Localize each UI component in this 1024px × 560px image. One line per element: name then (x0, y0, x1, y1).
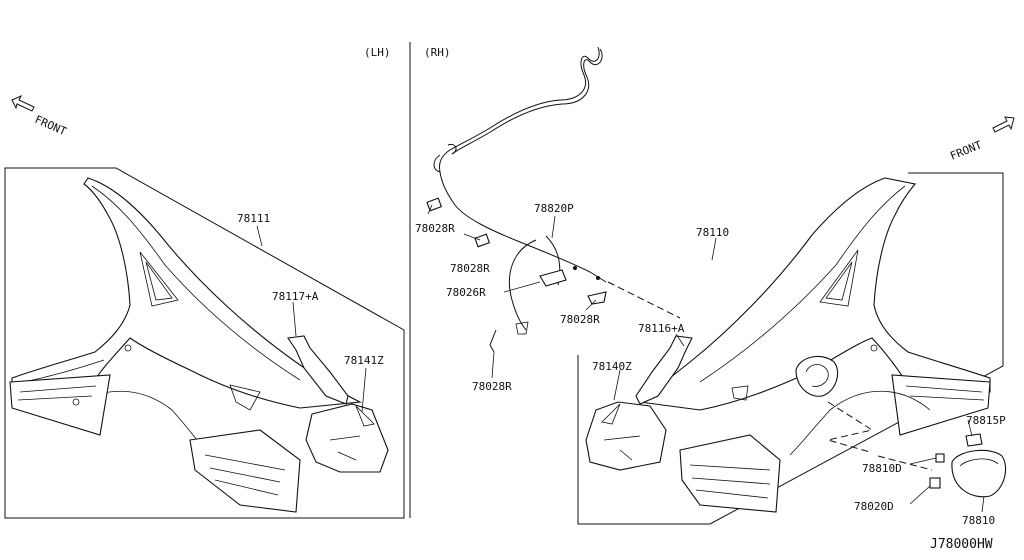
callout-78820p: 78820P (534, 202, 574, 215)
callout-78020d: 78020D (854, 500, 894, 513)
callout-78028r-1: 78028R (415, 222, 455, 235)
lh-bracket-78117a (287, 335, 349, 405)
fuel-lid-78810 (951, 449, 1007, 498)
lh-rear-fender (9, 177, 363, 513)
callout-78116a: 78116+A (638, 322, 685, 335)
callout-78028r-3: 78028R (560, 313, 600, 326)
callout-78026r: 78026R (446, 286, 486, 299)
bumper-78810d (935, 453, 945, 463)
hinge-78815p (965, 433, 983, 447)
callout-78141z: 78141Z (344, 354, 384, 367)
callout-78815p: 78815P (966, 414, 1006, 427)
rh-rear-fender (638, 177, 991, 513)
clip-78028r-bottom (489, 329, 497, 353)
front-label-right: FRONT (948, 138, 984, 163)
clip-78028r-right (587, 291, 607, 305)
clip-78028r-top (426, 197, 443, 212)
lh-panel-frame (4, 167, 405, 519)
clip-78028r-mid (474, 233, 491, 248)
front-arrow-right-icon (992, 116, 1015, 133)
callout-78810d: 78810D (862, 462, 902, 475)
callout-78028r-2: 78028R (450, 262, 490, 275)
leader-lines (256, 204, 985, 513)
callout-78140z: 78140Z (592, 360, 632, 373)
header-rh: (RH) (424, 46, 451, 59)
callout-78810: 78810 (962, 514, 995, 527)
callout-78117a: 78117+A (272, 290, 319, 303)
diagram-code: J78000HW (930, 537, 993, 552)
rh-panel-frame (577, 172, 1004, 525)
callout-78110: 78110 (696, 226, 729, 239)
header-lh: (LH) (364, 46, 391, 59)
rh-panel-78140z (585, 401, 667, 471)
front-arrow-left-icon (11, 94, 35, 112)
rh-bracket-78116a (635, 335, 693, 405)
rh-cable-78820p (433, 46, 607, 331)
screw-78020d (929, 477, 941, 489)
front-label-left: FRONT (33, 113, 69, 138)
clip-78026r (539, 269, 567, 287)
callout-78028r-4: 78028R (472, 380, 512, 393)
callout-78111: 78111 (237, 212, 270, 225)
